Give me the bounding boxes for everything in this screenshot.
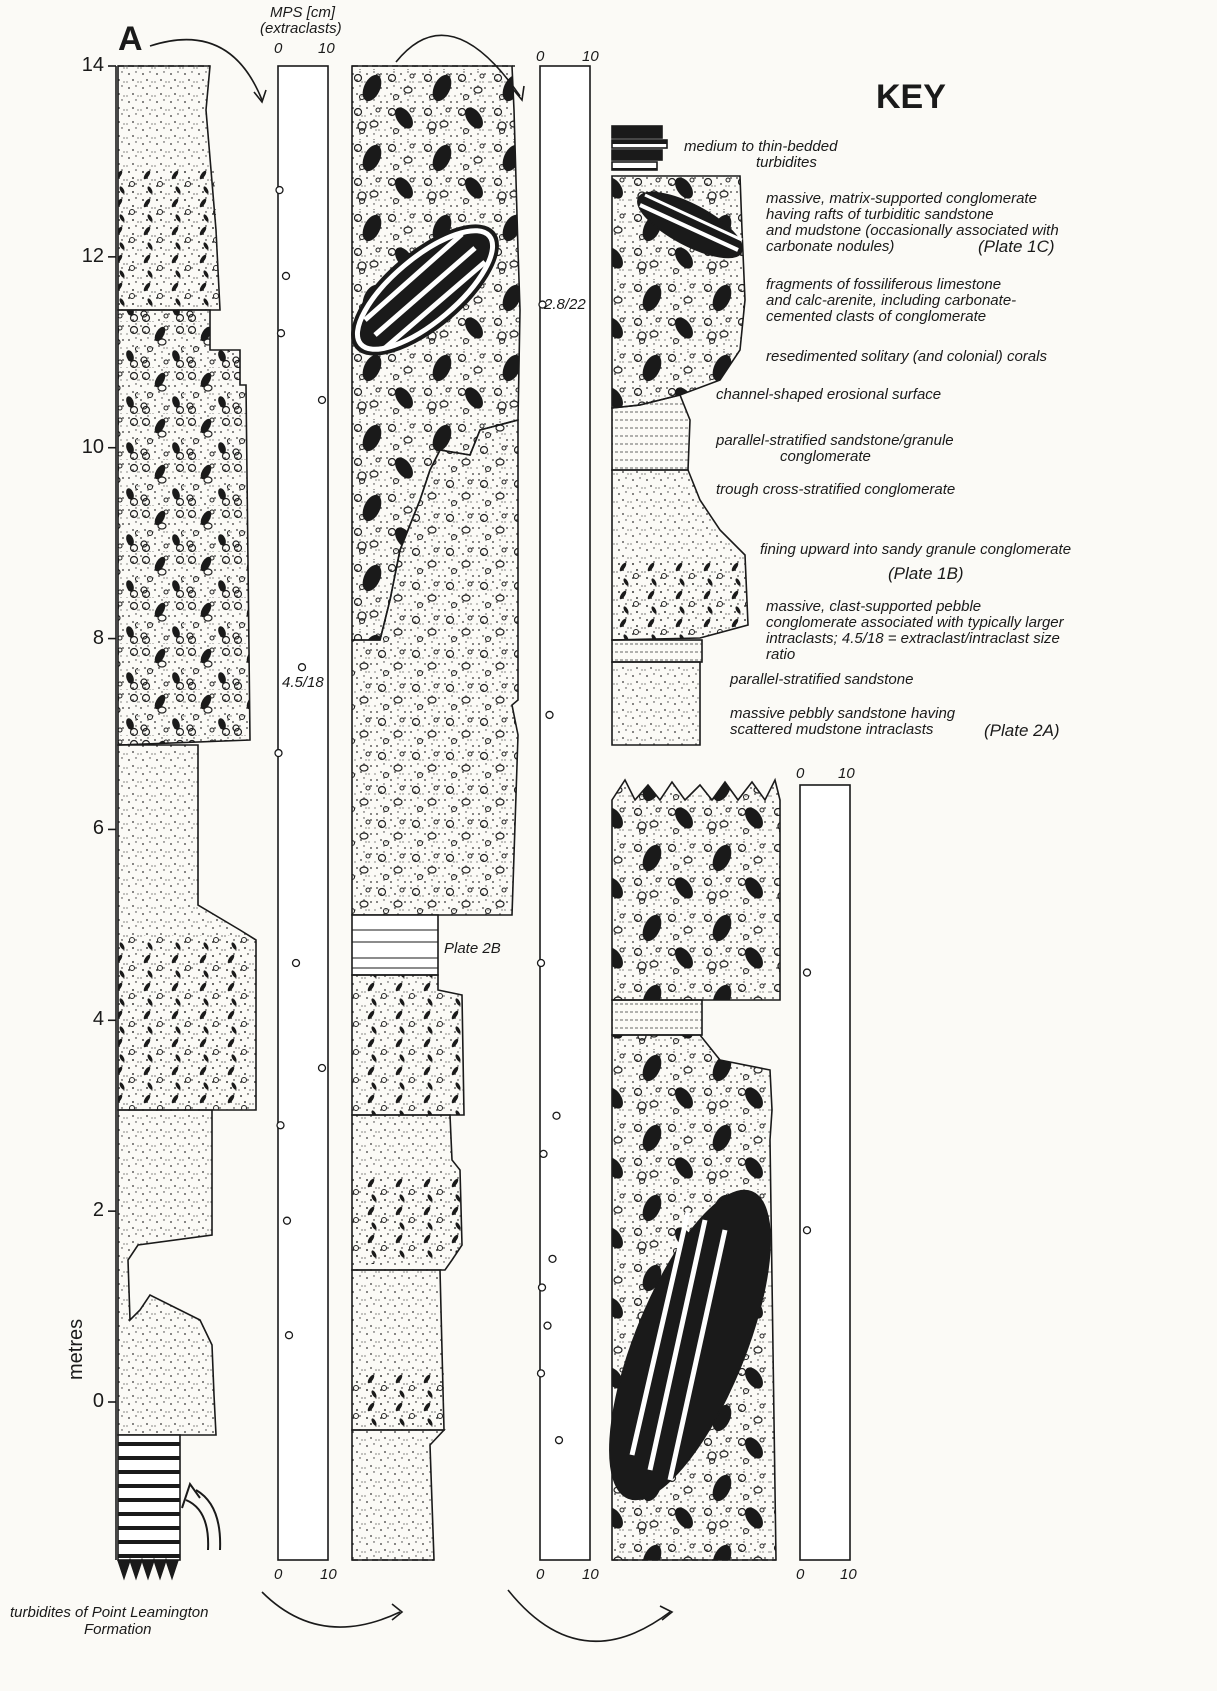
- scale-max-top-2: 10: [582, 48, 599, 65]
- column-2-lithology: [332, 66, 520, 1560]
- scale-max-bottom-2: 10: [582, 1566, 599, 1583]
- column-1-lithology: [118, 66, 256, 1578]
- key-item-text: having rafts of turbiditic sandstone: [766, 206, 994, 223]
- mps-header-line1: MPS [cm]: [270, 4, 335, 21]
- key-item-text: conglomerate: [780, 448, 871, 465]
- key-item-text: resedimented solitary (and colonial) cor…: [766, 348, 1047, 365]
- key-item-text: parallel-stratified sandstone/granule: [716, 432, 954, 449]
- mps-point: [804, 969, 811, 976]
- mps-column-3: [800, 785, 850, 1560]
- key-item-plate: (Plate 1C): [978, 238, 1055, 255]
- mps-point: [546, 711, 553, 718]
- axis-tick-label: 2: [64, 1199, 104, 1222]
- column-3-lower-lithology: [577, 780, 803, 1560]
- key-item-text: and calc-arenite, including carbonate-: [766, 292, 1016, 309]
- panel-letter: A: [118, 20, 143, 59]
- key-item-text: ratio: [766, 646, 795, 663]
- axis-tick-label: 6: [64, 817, 104, 840]
- key-item-text: intraclasts; 4.5/18 = extraclast/intracl…: [766, 630, 1060, 647]
- key-item-text: cemented clasts of conglomerate: [766, 308, 986, 325]
- mps-point: [275, 750, 282, 757]
- mps-point: [283, 272, 290, 279]
- axis-tick-label: 8: [64, 627, 104, 650]
- bottom-label-line2: Formation: [84, 1621, 152, 1638]
- mps-point: [278, 330, 285, 337]
- key-item-text: turbidites: [756, 154, 817, 171]
- key-item-text: carbonate nodules): [766, 238, 894, 255]
- mps-point: [553, 1112, 560, 1119]
- plate-2b-label: Plate 2B: [444, 940, 501, 957]
- axis-tick-label: 0: [64, 1390, 104, 1413]
- key-item-text: massive pebbly sandstone having: [730, 705, 955, 722]
- key-item-text: conglomerate associated with typically l…: [766, 614, 1064, 631]
- scale-max-top-3: 10: [838, 765, 855, 782]
- key-item-text: parallel-stratified sandstone: [730, 671, 913, 688]
- ratio-label-2: 2.8/22: [544, 296, 586, 313]
- key-item-text: trough cross-stratified conglomerate: [716, 481, 955, 498]
- ratio-label-1: 4.5/18: [282, 674, 324, 691]
- key-item-text: channel-shaped erosional surface: [716, 386, 941, 403]
- scale-min-top-3: 0: [796, 765, 804, 782]
- scale-min-top-2: 0: [536, 48, 544, 65]
- key-item-text: massive, clast-supported pebble: [766, 598, 981, 615]
- metres-axis: [108, 66, 116, 1560]
- mps-point: [538, 960, 545, 967]
- axis-tick-label: 14: [64, 54, 104, 77]
- mps-point: [299, 664, 306, 671]
- scale-min-bottom-1: 0: [274, 1566, 282, 1583]
- key-title: KEY: [876, 78, 946, 117]
- mps-point: [544, 1322, 551, 1329]
- key-item-plate: (Plate 1B): [888, 565, 964, 582]
- mps-header-line2: (extraclasts): [260, 20, 342, 37]
- mps-point: [549, 1255, 556, 1262]
- scale-max-bottom-3: 10: [840, 1566, 857, 1583]
- axis-tick-label: 4: [64, 1008, 104, 1031]
- scale-max-bottom-1: 10: [320, 1566, 337, 1583]
- mps-point: [293, 960, 300, 967]
- mps-point: [319, 1065, 326, 1072]
- axis-tick-label: 10: [64, 436, 104, 459]
- axis-tick-label: 12: [64, 245, 104, 268]
- scale-min-bottom-2: 0: [536, 1566, 544, 1583]
- mps-column-2: [540, 66, 590, 1560]
- key-item-text: fining upward into sandy granule conglom…: [760, 541, 1071, 558]
- mps-point: [804, 1227, 811, 1234]
- mps-point: [538, 1370, 545, 1377]
- key-item-text: scattered mudstone intraclasts: [730, 721, 933, 738]
- scale-max-top-1: 10: [318, 40, 335, 57]
- scale-min-bottom-3: 0: [796, 1566, 804, 1583]
- mps-point: [539, 1284, 546, 1291]
- key-item-plate: (Plate 2A): [984, 722, 1060, 739]
- mps-point: [319, 397, 326, 404]
- mps-point: [540, 1150, 547, 1157]
- mps-point: [277, 1122, 284, 1129]
- axis-label: metres: [68, 1319, 85, 1380]
- key-item-text: medium to thin-bedded: [684, 138, 837, 155]
- key-item-text: fragments of fossiliferous limestone: [766, 276, 1001, 293]
- bottom-label-line1: turbidites of Point Leamington: [10, 1604, 208, 1621]
- mps-point: [556, 1437, 563, 1444]
- mps-point: [284, 1217, 291, 1224]
- key-item-text: massive, matrix-supported conglomerate: [766, 190, 1037, 207]
- scale-min-top-1: 0: [274, 40, 282, 57]
- mps-point: [286, 1332, 293, 1339]
- mps-point: [276, 187, 283, 194]
